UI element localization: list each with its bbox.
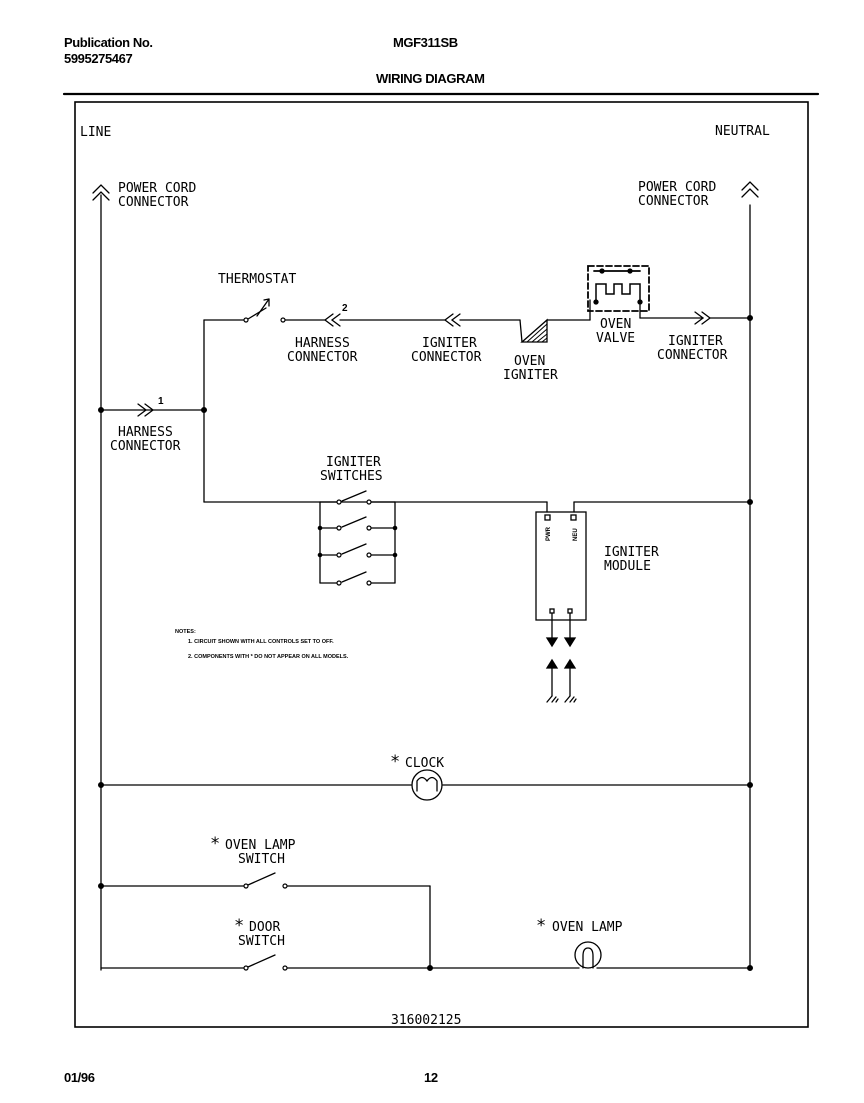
harness-connector-left-label: HARNESS (118, 425, 173, 440)
footer-page-number: 12 (424, 1070, 438, 1085)
neutral-label: NEUTRAL (715, 124, 770, 139)
publication-number: 5995275467 (64, 51, 133, 66)
arrow-down-icon (545, 637, 559, 648)
page-title: WIRING DIAGRAM (376, 71, 485, 86)
oven-lamp-asterisk: * (536, 916, 546, 936)
oven-lamp-label: OVEN LAMP (552, 920, 623, 935)
footer-date: 01/96 (64, 1070, 95, 1085)
power-cord-connector-right-icon (741, 181, 759, 198)
power-cord-left-label: POWER CORD (118, 181, 196, 196)
power-cord-right-label: POWER CORD (638, 180, 716, 195)
note-1: 1. CIRCUIT SHOWN WITH ALL CONTROLS SET T… (188, 639, 334, 645)
svg-text:IGNITER: IGNITER (503, 368, 558, 383)
notes-title: NOTES: (175, 629, 196, 635)
arrow-down-icon (563, 637, 577, 648)
oven-lamp-switch-asterisk: * (210, 834, 220, 854)
harness-pin-2-label: 2 (342, 303, 348, 314)
igniter-module-label: IGNITER (604, 545, 659, 560)
igniter-connector-left-label: IGNITER (422, 336, 477, 351)
clock-label: CLOCK (405, 756, 444, 771)
svg-text:SWITCHES: SWITCHES (320, 469, 383, 484)
clock-motor-icon (411, 769, 443, 801)
power-cord-connector-left-icon (92, 184, 110, 201)
svg-text:CONNECTOR: CONNECTOR (657, 348, 728, 363)
diagram-frame (74, 101, 809, 1028)
oven-lamp-icon (574, 941, 602, 969)
thermostat-switch (247, 307, 267, 320)
note-2: 2. COMPONENTS WITH * DO NOT APPEAR ON AL… (188, 654, 349, 660)
oven-lamp-switch-label: OVEN LAMP (225, 838, 296, 853)
oven-valve-label: OVEN (600, 317, 631, 332)
harness-connector-2-icon (323, 313, 341, 327)
thermostat-icon (256, 298, 270, 317)
harness-connector-top-label: HARNESS (295, 336, 350, 351)
thermostat-label: THERMOSTAT (218, 272, 296, 287)
oven-lamp-switch-icon (247, 872, 276, 886)
svg-text:VALVE: VALVE (596, 331, 635, 346)
svg-text:CONNECTOR: CONNECTOR (118, 195, 189, 210)
svg-text:SWITCH: SWITCH (238, 852, 285, 867)
door-switch-icon (247, 954, 276, 968)
door-switch-asterisk: * (234, 916, 244, 936)
oven-valve-icon (587, 265, 650, 312)
harness-connector-1-icon (137, 403, 155, 417)
svg-text:CONNECTOR: CONNECTOR (411, 350, 482, 365)
publication-label: Publication No. (64, 35, 153, 50)
module-pin-pwr-label: PWR (546, 526, 552, 541)
ground-icon (546, 695, 559, 703)
ground-icon (564, 695, 577, 703)
module-pin-neu-label: NEU (573, 528, 579, 541)
svg-text:CONNECTOR: CONNECTOR (287, 350, 358, 365)
igniter-connector-right-label: IGNITER (668, 334, 723, 349)
igniter-switches-label: IGNITER (326, 455, 381, 470)
clock-asterisk: * (390, 752, 400, 772)
line-label: LINE (80, 125, 111, 140)
arrow-up-icon (563, 658, 577, 669)
svg-text:CONNECTOR: CONNECTOR (110, 439, 181, 454)
svg-text:SWITCH: SWITCH (238, 934, 285, 949)
arrow-up-icon (545, 658, 559, 669)
svg-text:CONNECTOR: CONNECTOR (638, 194, 709, 209)
igniter-switch-bank (319, 490, 396, 584)
diagram-number: 316002125 (391, 1013, 461, 1028)
door-switch-label: DOOR (249, 920, 280, 935)
oven-igniter-label: OVEN (514, 354, 545, 369)
igniter-module (535, 511, 587, 621)
harness-pin-1-label: 1 (158, 396, 164, 407)
oven-igniter-icon (520, 318, 548, 343)
igniter-connector-left-icon (443, 313, 461, 327)
model-number: MGF311SB (393, 35, 458, 50)
svg-text:MODULE: MODULE (604, 559, 651, 574)
